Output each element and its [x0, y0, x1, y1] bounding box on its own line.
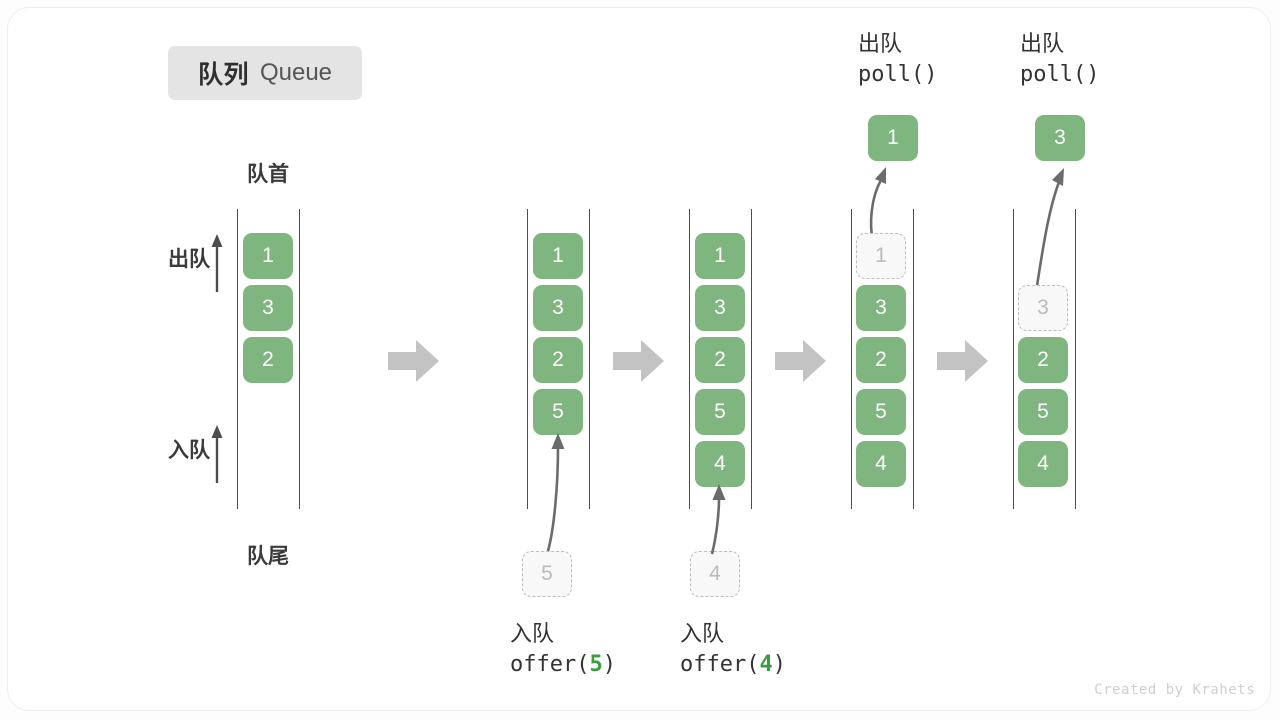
queue-cell: 2 [856, 337, 906, 383]
queue-cell: 2 [243, 337, 293, 383]
queue-cell: 2 [1018, 337, 1068, 383]
caption-label: 出队 [858, 31, 903, 56]
queue-tail-label: 队尾 [247, 545, 289, 568]
arrow-up-icon-enqueue [211, 425, 223, 483]
arrow-up-icon-dequeue [211, 234, 223, 292]
curved-arrow-icon-offer-5 [546, 433, 565, 552]
incoming-element-ghost: 4 [690, 551, 740, 597]
caption-poll-1: 出队 poll() [858, 30, 1038, 92]
rail-right-stage-1 [299, 209, 300, 509]
curved-arrow-icon-poll-3 [1033, 168, 1064, 299]
code-suffix: ) [924, 62, 938, 87]
queue-cell: 3 [695, 285, 745, 331]
incoming-element-ghost: 5 [522, 551, 572, 597]
code-prefix: poll( [858, 62, 925, 87]
popped-element: 3 [1035, 115, 1085, 161]
rail-right-stage-2 [589, 209, 590, 509]
caption-code: poll() [1020, 58, 1200, 92]
queue-cell: 2 [695, 337, 745, 383]
curved-arrow-icon-offer-4 [710, 484, 726, 555]
caption-code: offer(5) [510, 648, 690, 682]
watermark-credit: Created by Krahets [1094, 682, 1255, 698]
code-suffix: ) [772, 652, 786, 677]
stage-arrow-right-icon-2 [613, 340, 664, 382]
caption-label: 入队 [680, 621, 725, 646]
caption-label: 入队 [510, 621, 555, 646]
caption-poll-3: 出队 poll() [1020, 30, 1200, 92]
caption-label: 出队 [1020, 31, 1065, 56]
queue-cell: 1 [695, 233, 745, 279]
stage-arrow-right-icon-4 [937, 340, 988, 382]
caption-code: offer(4) [680, 648, 860, 682]
dequeue-direction-label: 出队 [168, 248, 210, 271]
queue-cell: 5 [533, 389, 583, 435]
rail-left-stage-2 [527, 209, 528, 509]
queue-cell: 4 [695, 441, 745, 487]
queue-cell: 4 [1018, 441, 1068, 487]
queue-cell-ghost: 3 [1018, 285, 1068, 331]
rail-right-stage-4 [913, 209, 914, 509]
caption-offer-5: 入队 offer(5) [510, 620, 690, 682]
rail-left-stage-3 [689, 209, 690, 509]
queue-cell-ghost: 1 [856, 233, 906, 279]
code-suffix: ) [1086, 62, 1100, 87]
rail-left-stage-4 [851, 209, 852, 509]
queue-cell: 5 [856, 389, 906, 435]
queue-cell: 2 [533, 337, 583, 383]
code-arg: 4 [759, 652, 773, 677]
code-prefix: offer( [680, 652, 760, 677]
caption-offer-4: 入队 offer(4) [680, 620, 860, 682]
queue-cell: 3 [243, 285, 293, 331]
enqueue-direction-label: 入队 [168, 439, 210, 462]
code-suffix: ) [602, 652, 616, 677]
rail-left-stage-1 [237, 209, 238, 509]
rail-right-stage-3 [751, 209, 752, 509]
code-prefix: offer( [510, 652, 590, 677]
queue-cell: 5 [695, 389, 745, 435]
title-english: Queue [259, 59, 333, 86]
rail-right-stage-5 [1075, 209, 1076, 509]
queue-cell: 1 [243, 233, 293, 279]
queue-cell: 1 [533, 233, 583, 279]
code-prefix: poll( [1020, 62, 1087, 87]
diagram-title-badge: 队列 Queue [168, 46, 362, 100]
stage-arrow-right-icon-1 [388, 340, 439, 382]
caption-code: poll() [858, 58, 1038, 92]
stage-arrow-right-icon-3 [775, 340, 826, 382]
rail-left-stage-5 [1013, 209, 1014, 509]
title-chinese: 队列 [197, 61, 249, 89]
queue-cell: 5 [1018, 389, 1068, 435]
code-arg: 5 [589, 652, 603, 677]
queue-cell: 4 [856, 441, 906, 487]
queue-head-label: 队首 [247, 163, 289, 186]
queue-cell: 3 [533, 285, 583, 331]
popped-element: 1 [868, 115, 918, 161]
queue-cell: 3 [856, 285, 906, 331]
